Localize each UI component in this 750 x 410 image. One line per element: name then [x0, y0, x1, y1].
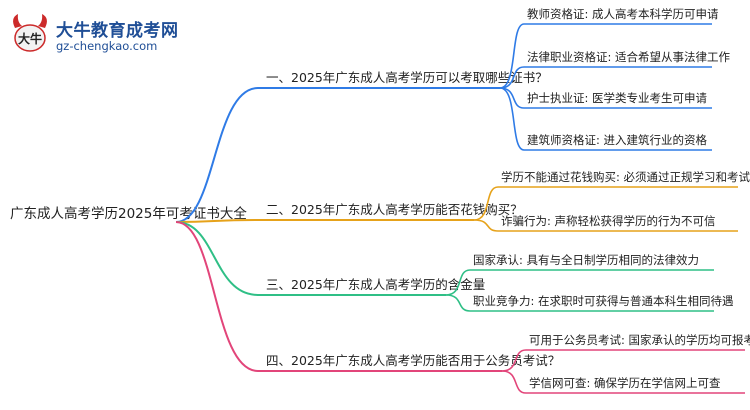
branch-connector	[175, 221, 259, 372]
branch-label[interactable]: 四、2025年广东成人高考学历能否用于公务员考试？	[266, 353, 560, 368]
leaf-label[interactable]: 职业竞争力: 在求职时可获得与普通本科生相同待遇	[473, 294, 734, 308]
leaf-label[interactable]: 法律职业资格证: 适合希望从事法律工作	[527, 50, 731, 64]
leaf-connector	[501, 349, 527, 372]
leaf-connector	[445, 294, 471, 312]
leaf-connector	[499, 87, 525, 151]
site-name: 大牛教育成考网	[56, 21, 179, 41]
branch-label[interactable]: 一、2025年广东成人高考学历可以考取哪些证书？	[266, 70, 548, 85]
site-url: gz-chengkao.com	[56, 39, 158, 53]
leaf-label[interactable]: 诈骗行为: 声称轻松获得学历的行为不可信	[501, 214, 716, 228]
leaf-connector	[499, 23, 525, 89]
leaf-label[interactable]: 护士执业证: 医学类专业考生可申请	[527, 91, 708, 105]
leaf-label[interactable]: 学历不能通过花钱购买: 必须通过正规学习和考试	[501, 170, 750, 184]
leaf-label[interactable]: 可用于公务员考试: 国家承认的学历均可报考	[529, 333, 750, 347]
leaf-connector	[499, 66, 525, 89]
branch-label[interactable]: 三、2025年广东成人高考学历的含金量	[266, 277, 485, 292]
leaf-label[interactable]: 学信网可查: 确保学历在学信网上可查	[529, 376, 721, 390]
branch-connector	[175, 221, 259, 296]
leaf-label[interactable]: 教师资格证: 成人高考本科学历可申请	[527, 7, 719, 21]
leaf-connector	[473, 219, 499, 232]
branch-label[interactable]: 二、2025年广东成人高考学历能否花钱购买？	[266, 202, 523, 217]
site-logo[interactable]: 大牛 大牛教育成考网 gz-chengkao.com	[6, 10, 179, 56]
branch-connector	[175, 87, 259, 223]
leaf-connector	[501, 370, 527, 394]
root-topic: 广东成人高考学历2025年可考证书大全	[10, 205, 247, 222]
bull-mascot-icon: 大牛	[13, 14, 47, 52]
branch-connector	[175, 219, 259, 223]
leaf-connector	[473, 186, 499, 221]
leaf-connector	[445, 269, 471, 296]
leaf-label[interactable]: 国家承认: 具有与全日制学历相同的法律效力	[473, 253, 699, 267]
logo-mark-text: 大牛	[18, 31, 42, 46]
leaf-label[interactable]: 建筑师资格证: 进入建筑行业的资格	[527, 133, 708, 147]
